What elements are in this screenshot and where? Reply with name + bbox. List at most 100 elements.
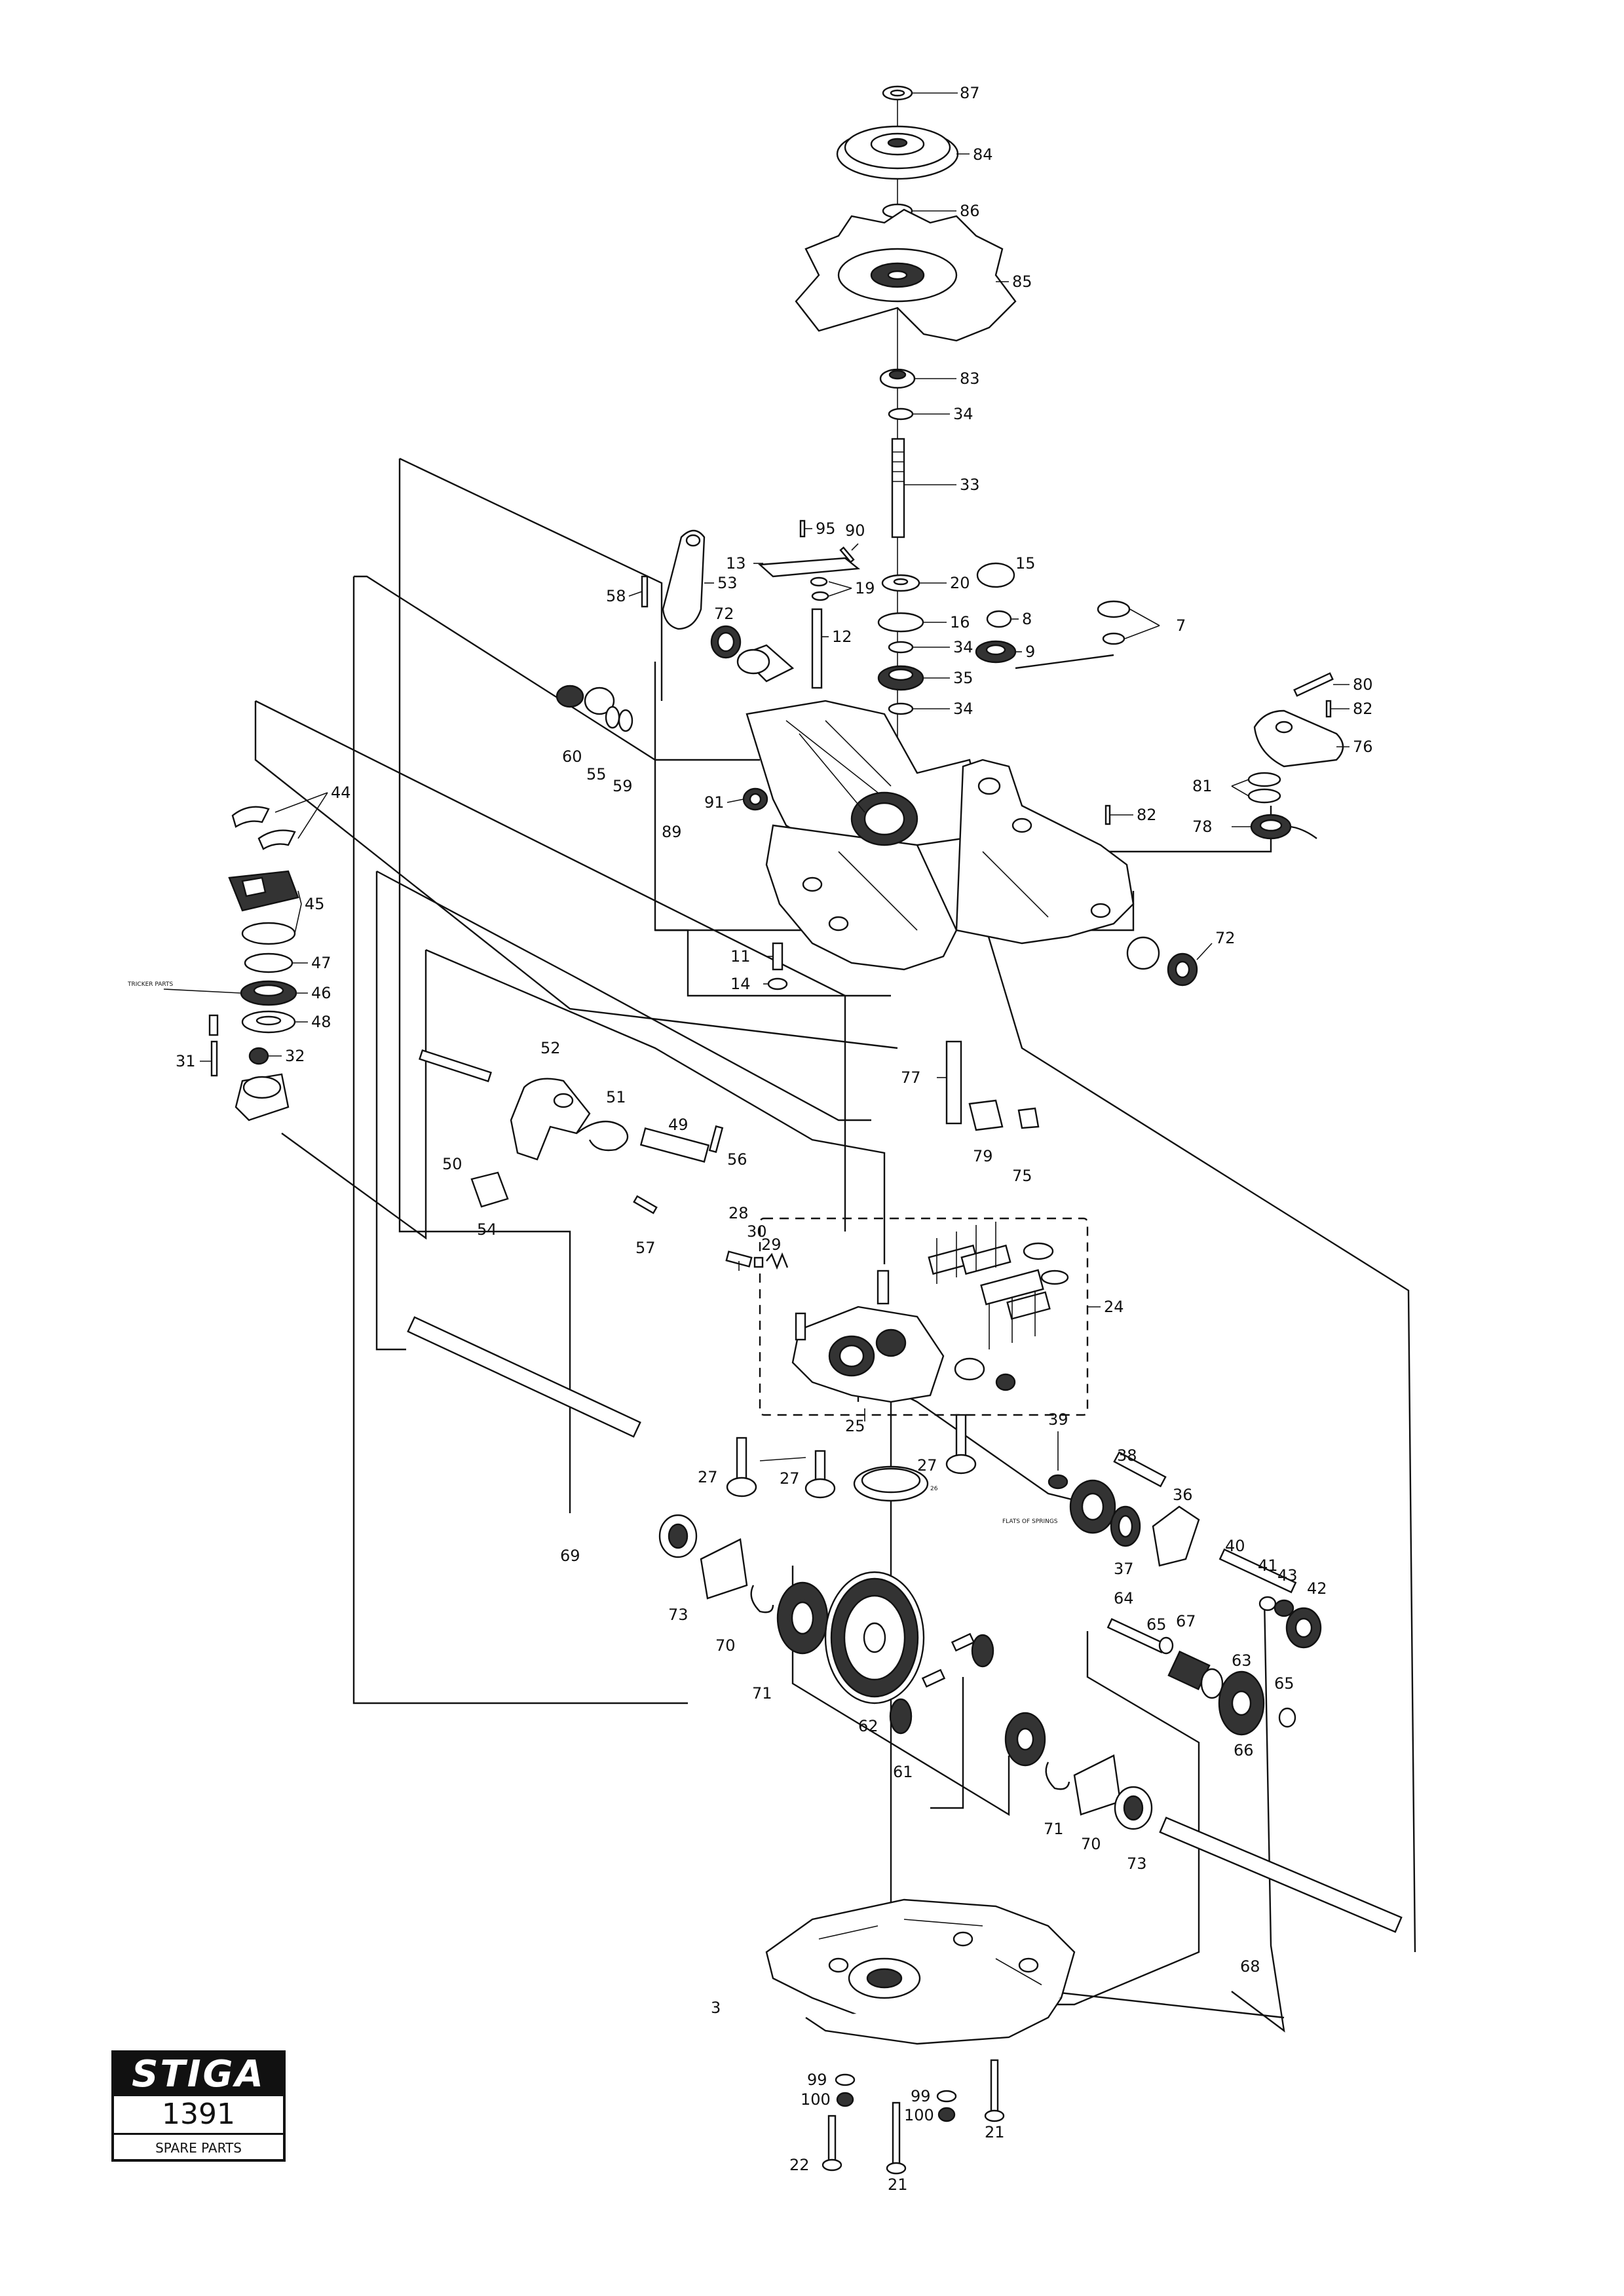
- label-73a: 73: [668, 1606, 689, 1624]
- label-62: 62: [858, 1717, 878, 1735]
- label-21a: 21: [985, 2123, 1005, 2141]
- label-54: 54: [477, 1220, 497, 1239]
- label-99b: 99: [911, 2087, 931, 2105]
- label-67: 67: [1176, 1612, 1196, 1630]
- label-27b: 27: [780, 1469, 800, 1488]
- label-39: 39: [1048, 1410, 1068, 1429]
- label-flats-of-springs: FLATS OF SPRINGS: [1002, 1518, 1058, 1525]
- label-41: 41: [1258, 1556, 1278, 1575]
- label-16: 16: [950, 613, 970, 631]
- label-28: 28: [728, 1204, 749, 1222]
- ring-gear-62: [824, 1571, 925, 1704]
- callout-labels: 87 84 86 85 83 34 33 95 90 13 53 58 19 2…: [127, 84, 1373, 2194]
- label-45: 45: [305, 895, 325, 913]
- label-12: 12: [832, 628, 852, 646]
- label-7: 7: [1176, 616, 1186, 635]
- label-90: 90: [845, 521, 865, 540]
- label-26: 26: [930, 1486, 938, 1492]
- label-52: 52: [540, 1039, 561, 1057]
- label-24: 24: [1104, 1298, 1124, 1316]
- label-70b: 70: [1081, 1835, 1101, 1853]
- parts: [208, 85, 1403, 2175]
- label-51: 51: [606, 1088, 626, 1106]
- label-42: 42: [1307, 1579, 1327, 1598]
- logo-caption: SPARE PARTS: [155, 2140, 242, 2156]
- label-14: 14: [730, 975, 751, 993]
- logo-number: 1391: [114, 2096, 283, 2135]
- label-60: 60: [562, 747, 582, 766]
- label-30: 30: [747, 1222, 767, 1241]
- label-47: 47: [311, 954, 331, 972]
- fasteners-bottom: [821, 2059, 1005, 2175]
- label-36: 36: [1173, 1486, 1193, 1504]
- label-66: 66: [1234, 1741, 1254, 1760]
- label-46: 46: [311, 984, 331, 1002]
- label-3: 3: [711, 1999, 721, 2017]
- label-34b: 34: [953, 638, 973, 656]
- label-34a: 34: [953, 405, 973, 423]
- label-25: 25: [845, 1417, 865, 1435]
- label-55: 55: [586, 765, 607, 783]
- label-48: 48: [311, 1013, 331, 1031]
- label-72b: 72: [1215, 929, 1236, 947]
- label-82b: 82: [1137, 806, 1157, 824]
- fan-part-85: [795, 208, 1017, 342]
- label-70a: 70: [715, 1636, 736, 1655]
- label-83: 83: [960, 369, 980, 388]
- label-40: 40: [1225, 1537, 1245, 1555]
- label-9: 9: [1025, 643, 1035, 661]
- label-33: 33: [960, 476, 980, 494]
- label-69: 69: [560, 1547, 580, 1565]
- label-80: 80: [1353, 675, 1373, 694]
- label-43: 43: [1277, 1566, 1298, 1585]
- label-tricker-parts: TRICKER PARTS: [127, 981, 173, 988]
- lower-housing-3: [765, 1898, 1076, 2045]
- label-35: 35: [953, 669, 973, 687]
- label-34c: 34: [953, 700, 973, 718]
- label-44: 44: [331, 783, 351, 802]
- label-56: 56: [727, 1150, 747, 1169]
- label-20: 20: [950, 574, 970, 592]
- logo-brand: STIGA: [114, 2053, 283, 2096]
- label-50: 50: [442, 1155, 463, 1173]
- label-64: 64: [1114, 1589, 1134, 1608]
- valve-block-24: [791, 1222, 1069, 1403]
- subassembly-24-box: [759, 1217, 1089, 1416]
- label-100a: 100: [801, 2090, 831, 2109]
- label-58: 58: [606, 587, 626, 605]
- label-21b: 21: [888, 2175, 908, 2194]
- label-95: 95: [816, 519, 836, 538]
- label-31: 31: [176, 1052, 196, 1070]
- stiga-logo: STIGA 1391 SPARE PARTS: [111, 2050, 286, 2162]
- bolts-27: [726, 1414, 977, 1499]
- label-22: 22: [789, 2156, 810, 2174]
- label-29: 29: [761, 1235, 782, 1254]
- label-65a: 65: [1146, 1615, 1167, 1634]
- label-75: 75: [1012, 1167, 1032, 1185]
- label-86: 86: [960, 202, 980, 220]
- label-61: 61: [893, 1763, 913, 1781]
- label-19: 19: [855, 579, 875, 597]
- label-76: 76: [1353, 738, 1373, 756]
- label-100b: 100: [904, 2106, 934, 2124]
- label-79: 79: [973, 1147, 993, 1165]
- label-15: 15: [1015, 554, 1036, 573]
- label-84: 84: [973, 145, 993, 164]
- label-49: 49: [668, 1116, 689, 1134]
- assembly-lines: [254, 98, 1416, 2033]
- label-89: 89: [662, 823, 682, 841]
- label-37: 37: [1114, 1560, 1134, 1578]
- upper-housing: [746, 700, 1135, 971]
- label-32: 32: [285, 1047, 305, 1065]
- label-13: 13: [726, 554, 746, 573]
- label-65b: 65: [1274, 1674, 1294, 1693]
- label-8: 8: [1022, 610, 1032, 628]
- label-71a: 71: [752, 1684, 772, 1703]
- label-11: 11: [730, 947, 751, 966]
- label-73b: 73: [1127, 1854, 1147, 1873]
- label-53: 53: [717, 574, 738, 592]
- label-72a: 72: [714, 605, 734, 623]
- label-63: 63: [1232, 1651, 1252, 1670]
- label-78: 78: [1192, 818, 1213, 836]
